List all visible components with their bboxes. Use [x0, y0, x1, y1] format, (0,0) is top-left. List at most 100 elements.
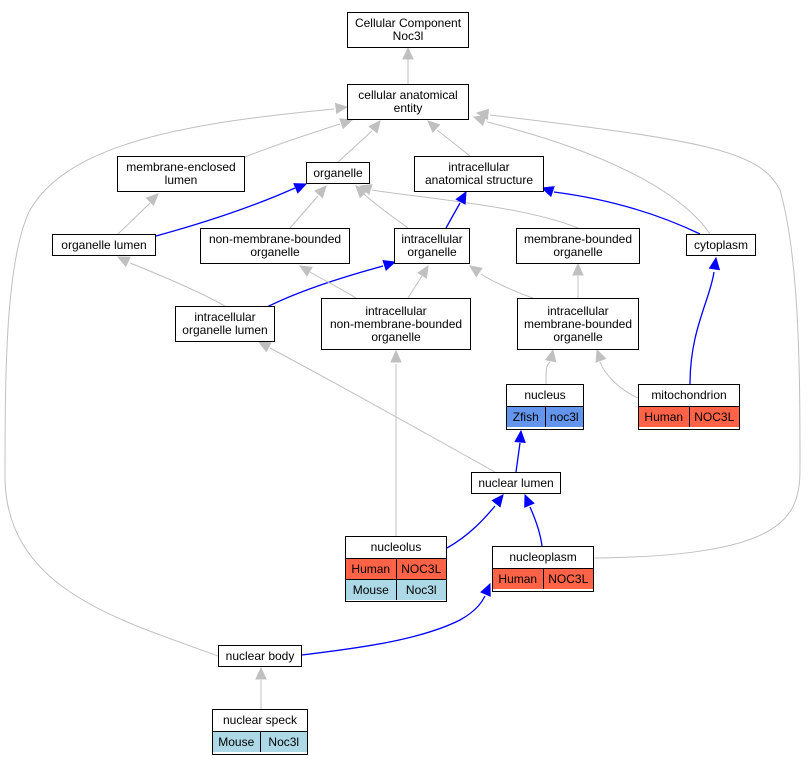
species-row: Mouse Noc3l: [346, 579, 446, 600]
edge-line: [337, 130, 373, 163]
node-label: nuclear body: [219, 646, 301, 666]
node-label-line: mitochondrion: [651, 388, 727, 402]
edge-line: [264, 265, 384, 309]
edge-line: [363, 193, 409, 229]
species-cell: Mouse: [352, 583, 389, 597]
edge-line: [117, 202, 151, 235]
arrowhead: [708, 256, 721, 271]
arrowhead: [514, 429, 526, 443]
edge-cytoplasm-to-cae: [472, 115, 711, 235]
edge-inmbo-to-nmbo: [298, 265, 357, 299]
node-label: cytoplasm: [687, 235, 755, 255]
arrowhead: [491, 494, 504, 508]
node-label: mitochondrion: [639, 385, 739, 406]
arrowhead: [540, 186, 555, 198]
arrowhead: [145, 193, 159, 207]
edge-line: [486, 121, 711, 235]
edge-orglumen-to-mel: [117, 193, 159, 235]
edge-nucleus-to-imbo: [545, 348, 557, 385]
arrowhead: [475, 108, 490, 121]
edge-line: [155, 187, 296, 237]
edge-nmbo-to-organelle: [289, 185, 327, 229]
edge-line: [529, 506, 543, 547]
edge-line: [480, 273, 534, 299]
species-cell: Mouse: [218, 735, 255, 749]
gene-cell: NOC3L: [542, 569, 594, 589]
edge-imbo-to-mbo: [572, 262, 584, 298]
node-orglumen[interactable]: organelle lumen: [52, 234, 156, 256]
edge-nucbody-to-cae: [4, 102, 349, 657]
edge-nucleoplasm-to-nuclumen: [524, 493, 543, 547]
edge-nucleolus-to-nuclumen: [446, 494, 504, 549]
node-label-line: membrane-enclosed: [126, 160, 236, 174]
edge-line: [289, 195, 319, 229]
edge-inmbo-to-io: [407, 264, 429, 299]
edge-nuclumen-to-nucleus: [514, 429, 526, 473]
edge-mito-to-cytoplasm: [689, 256, 721, 385]
node-nuclumen[interactable]: nuclear lumen: [471, 472, 561, 494]
gene-cell: noc3l: [544, 407, 584, 427]
edge-line: [4, 108, 335, 657]
arrowhead: [314, 185, 327, 199]
arrowhead: [469, 265, 483, 278]
species-row: Mouse Noc3l: [213, 731, 307, 752]
gene-cell: Noc3l: [395, 580, 447, 600]
node-cytoplasm[interactable]: cytoplasm: [686, 234, 756, 256]
node-label-line: intracellular: [194, 310, 256, 324]
node-label-line: intracellular: [365, 303, 427, 318]
node-label-line: entity: [393, 101, 423, 115]
node-organelle[interactable]: organelle: [306, 162, 370, 184]
arrowhead: [257, 341, 272, 353]
node-label: nucleolus: [346, 537, 446, 558]
species-row: Zfish noc3l: [507, 406, 583, 427]
node-label-line: non-membrane-bounded: [208, 232, 342, 246]
node-label-line: organelle: [250, 245, 300, 259]
arrowhead: [390, 349, 402, 363]
node-label-line: nucleoplasm: [509, 550, 577, 564]
node-label-line: intracellular: [448, 160, 510, 174]
arrowhead: [417, 264, 429, 279]
node-label-line: intracellular: [547, 303, 609, 318]
edge-iol-to-io: [264, 260, 397, 309]
species-cell: Human: [351, 562, 391, 576]
edge-mel-to-cae: [244, 118, 354, 158]
species-cell: Zfish: [512, 410, 539, 424]
arrowhead: [402, 46, 414, 60]
gene-cell: NOC3L: [688, 407, 740, 427]
node-label: nucleus: [507, 385, 583, 406]
gene-cell: Noc3l: [259, 732, 308, 752]
edge-nucleoplasm-to-cae: [475, 108, 801, 559]
edge-ias-to-cae: [427, 120, 471, 157]
node-label-line: membrane-bounded: [523, 232, 633, 246]
edge-imbo-to-io: [469, 265, 534, 299]
node-label: organelle lumen: [53, 235, 155, 255]
node-label-line: Noc3l: [392, 29, 424, 43]
arrowhead: [116, 256, 131, 268]
edge-line: [301, 595, 486, 656]
edge-nuclumen-to-iol: [257, 341, 496, 473]
node-nucbody[interactable]: nuclear body: [218, 645, 302, 667]
